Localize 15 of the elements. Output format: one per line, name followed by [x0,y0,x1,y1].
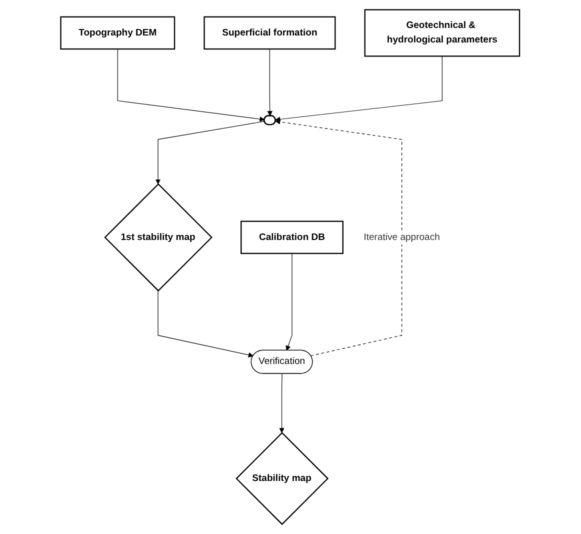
node-box: Calibration DB [240,220,344,254]
arrow [268,48,273,116]
arrow [286,253,293,351]
node-diamond: 1st stability map [104,183,213,292]
node-box: Topography DEM [60,16,176,50]
node-box: Superficial formation [204,16,336,50]
arrow [158,290,254,358]
arrow [280,373,285,434]
arrow [276,119,402,356]
arrow [276,56,443,122]
arrow [118,48,266,122]
node-diamond: Stability map [236,432,329,526]
arrow [156,121,266,184]
edge-label: Iterative approach [364,232,440,242]
node-box: Geotechnical & hydrological parameters [364,9,520,57]
